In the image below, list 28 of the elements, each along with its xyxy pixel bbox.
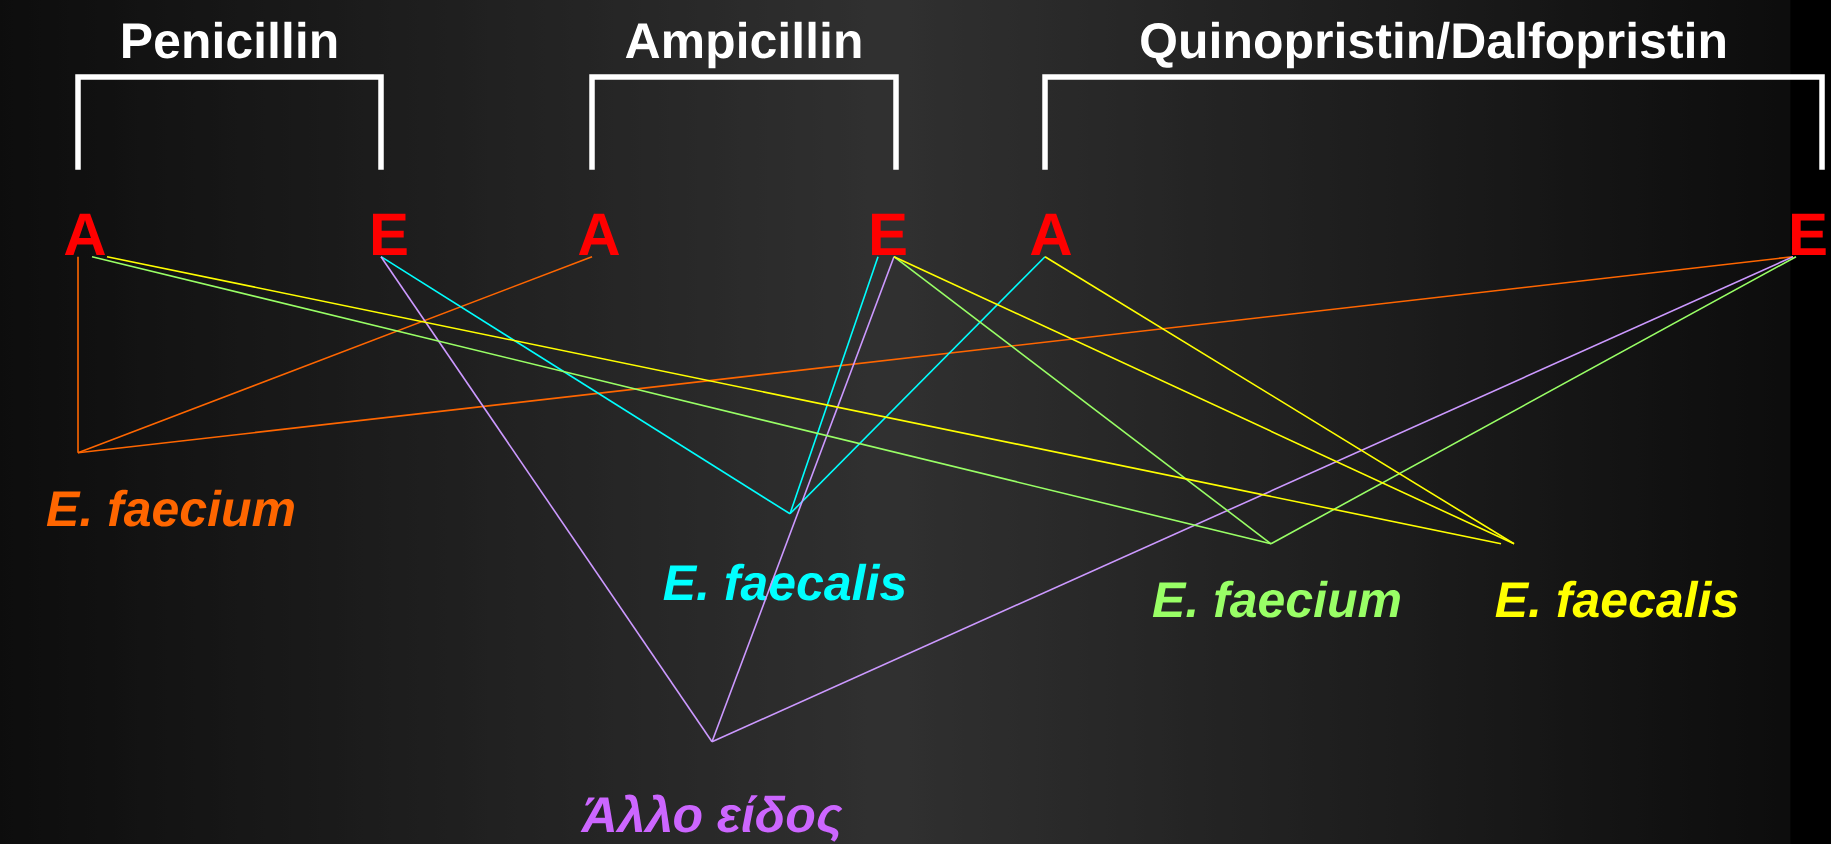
connector-line: [380, 255, 791, 515]
connector-line: [711, 255, 895, 743]
antibiotic-heading: Ampicillin: [625, 21, 861, 69]
connector-line: [893, 255, 1272, 545]
connector-line: [77, 255, 593, 454]
connector-line: [1270, 255, 1797, 545]
column-letter: A: [1030, 213, 1072, 255]
antibiotic-heading: Penicillin: [123, 21, 337, 59]
species-label: E. faecium: [46, 489, 294, 527]
connector-line: [789, 255, 1046, 515]
connector-line: [77, 255, 1794, 454]
connector-line: [1044, 255, 1515, 545]
connector-line: [711, 255, 1794, 743]
connector-line: [77, 255, 79, 454]
connector-line: [380, 255, 713, 743]
antibiotic-heading: Quinopristin/Dalfopristin: [1141, 21, 1725, 69]
column-letter: A: [578, 213, 620, 255]
connector-line: [789, 255, 879, 515]
connector-line: [106, 255, 1502, 545]
species-label: E. faecium: [1152, 580, 1400, 618]
connector-line: [91, 255, 1272, 545]
column-letter: E: [872, 213, 906, 255]
column-letter: E: [373, 213, 407, 255]
connector-line: [893, 255, 1515, 545]
column-letter: A: [64, 213, 106, 255]
species-label: Άλλο είδος: [580, 794, 843, 842]
species-label: E. faecalis: [1495, 580, 1738, 618]
column-letter: E: [1792, 213, 1826, 255]
